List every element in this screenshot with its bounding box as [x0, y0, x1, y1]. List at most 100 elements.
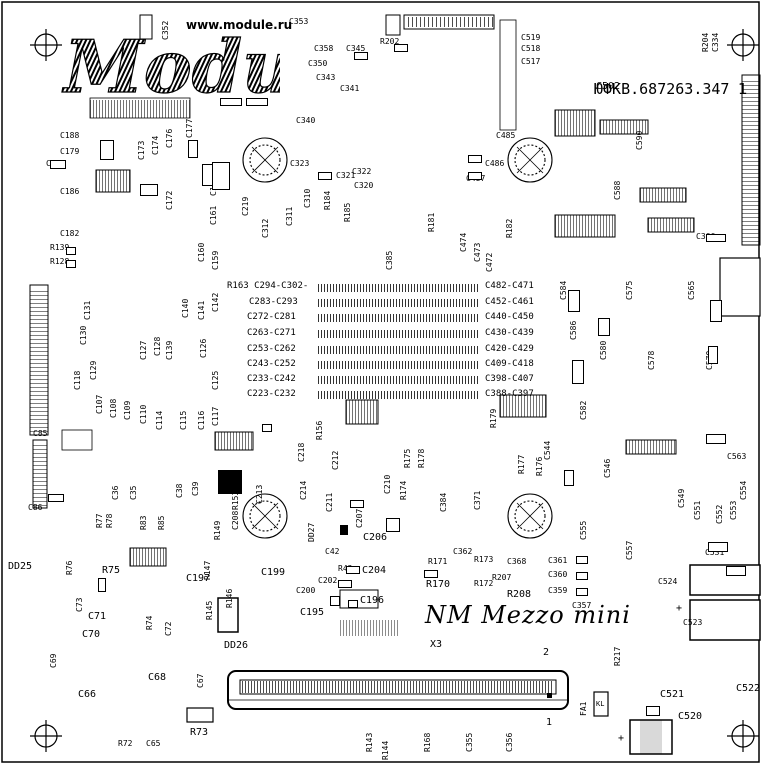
ref-r75: R75	[102, 565, 121, 576]
ref-r170: R170	[426, 579, 451, 590]
smd-capacitor	[246, 98, 268, 106]
ref-c65: C65	[146, 739, 161, 748]
ref-r83: R83	[139, 515, 148, 530]
connector-pin2-label: 2	[543, 647, 550, 658]
smd-capacitor	[212, 162, 230, 190]
module-logo: Module	[60, 23, 280, 100]
ref-c212: C212	[331, 450, 340, 470]
smd-resistor	[726, 566, 746, 576]
resistor-row-right: C440-C450	[485, 312, 534, 322]
ref-c218: C218	[297, 442, 306, 462]
ref-dd25: DD25	[8, 561, 33, 572]
ref-r72: R72	[118, 739, 133, 748]
ref-c66: C66	[78, 689, 97, 700]
resistor-array-pads	[318, 299, 480, 307]
ref-c213: C213	[255, 484, 264, 504]
ref-r175: R175	[403, 448, 412, 468]
smd-resistor	[98, 578, 106, 592]
ref-r76: R76	[65, 560, 74, 575]
smd-capacitor	[576, 588, 588, 596]
connector-pins	[30, 288, 48, 432]
ref-c36: C36	[111, 485, 120, 500]
ref-c195: C195	[300, 607, 325, 618]
ref-c73: C73	[75, 597, 84, 612]
ref-c219: C219	[241, 196, 250, 216]
ref-c67: C67	[196, 673, 205, 688]
ref-c161: C161	[209, 205, 218, 225]
smd-capacitor	[706, 234, 726, 242]
ref-c359: C359	[548, 586, 568, 595]
smd-capacitor	[568, 290, 580, 312]
ref-c173: C173	[137, 140, 146, 160]
resistor-row-left: C223-C232	[247, 389, 296, 399]
ref-c210: C210	[383, 474, 392, 494]
ref-c70: C70	[82, 629, 101, 640]
ref-c518: C518	[521, 44, 541, 53]
ref-c139: C139	[165, 340, 174, 360]
ref-c107: C107	[95, 394, 104, 414]
ref-c584: C584	[559, 280, 568, 300]
fuse-label: FA1	[579, 701, 588, 716]
fuse-marking: KL	[596, 700, 605, 708]
ref-c206: C206	[363, 532, 388, 543]
smd-resistor	[424, 570, 438, 578]
smd-capacitor	[706, 434, 726, 444]
ref-c555: C555	[579, 520, 588, 540]
ref-c127: C127	[139, 340, 148, 360]
smd-capacitor	[572, 360, 584, 384]
resistor-row-right: C430-C439	[485, 328, 534, 338]
smd-capacitor	[708, 542, 728, 552]
smd-capacitor	[468, 155, 482, 163]
ref-c312: C312	[261, 218, 270, 238]
ref-c117: C117	[211, 406, 220, 426]
ref-c211: C211	[325, 492, 334, 512]
smd-capacitor	[598, 318, 610, 336]
ref-c109: C109	[123, 400, 132, 420]
ref-r217: R217	[613, 646, 622, 666]
smd-capacitor	[564, 470, 574, 486]
ref-c141: C141	[197, 300, 206, 320]
ref-r74: R74	[145, 615, 154, 630]
smd-capacitor	[354, 52, 368, 60]
ref-c582: C582	[579, 400, 588, 420]
ref-c208: C208	[231, 510, 240, 530]
ref-r174: R174	[399, 480, 408, 500]
ref-r208: R208	[507, 589, 532, 600]
ref-r178: R178	[417, 448, 426, 468]
resistor-row-left: C263-C271	[247, 328, 296, 338]
smd-capacitor	[386, 518, 400, 532]
smd-capacitor	[468, 172, 482, 180]
ref-r179: R179	[489, 408, 498, 428]
smd-capacitor	[338, 580, 352, 588]
ref-c142: C142	[211, 292, 220, 312]
svg-text:Module: Module	[61, 24, 280, 100]
ref-c345: C345	[346, 44, 366, 53]
ref-r42: R42	[338, 565, 352, 573]
ref-c214: C214	[299, 480, 308, 500]
component-cluster	[600, 120, 648, 134]
ref-r147: R147	[203, 560, 212, 580]
smd-capacitor	[188, 140, 198, 158]
resistor-row-right: C420-C429	[485, 344, 534, 354]
ref-c472: C472	[485, 252, 494, 272]
ref-c71: C71	[88, 611, 107, 622]
smd-capacitor	[140, 184, 158, 196]
ref-c188: C188	[60, 131, 80, 140]
ref-c186: C186	[60, 187, 80, 196]
smd-resistor	[394, 44, 408, 52]
smd-capacitor	[576, 556, 588, 564]
ref-c362: C362	[453, 547, 473, 556]
ref-c69: C69	[49, 653, 58, 668]
ref-c350: C350	[308, 59, 328, 68]
smd-resistor	[346, 566, 360, 574]
ref-c554: C554	[739, 480, 748, 500]
ref-c578: C578	[647, 350, 656, 370]
ref-c128: C128	[153, 336, 162, 356]
resistor-array-pads	[318, 330, 480, 338]
ref-c552: C552	[715, 504, 724, 524]
ref-r172: R172	[474, 579, 494, 588]
ref-c341: C341	[340, 84, 360, 93]
ref-c204: C204	[362, 565, 387, 576]
ref-c179: C179	[60, 147, 80, 156]
